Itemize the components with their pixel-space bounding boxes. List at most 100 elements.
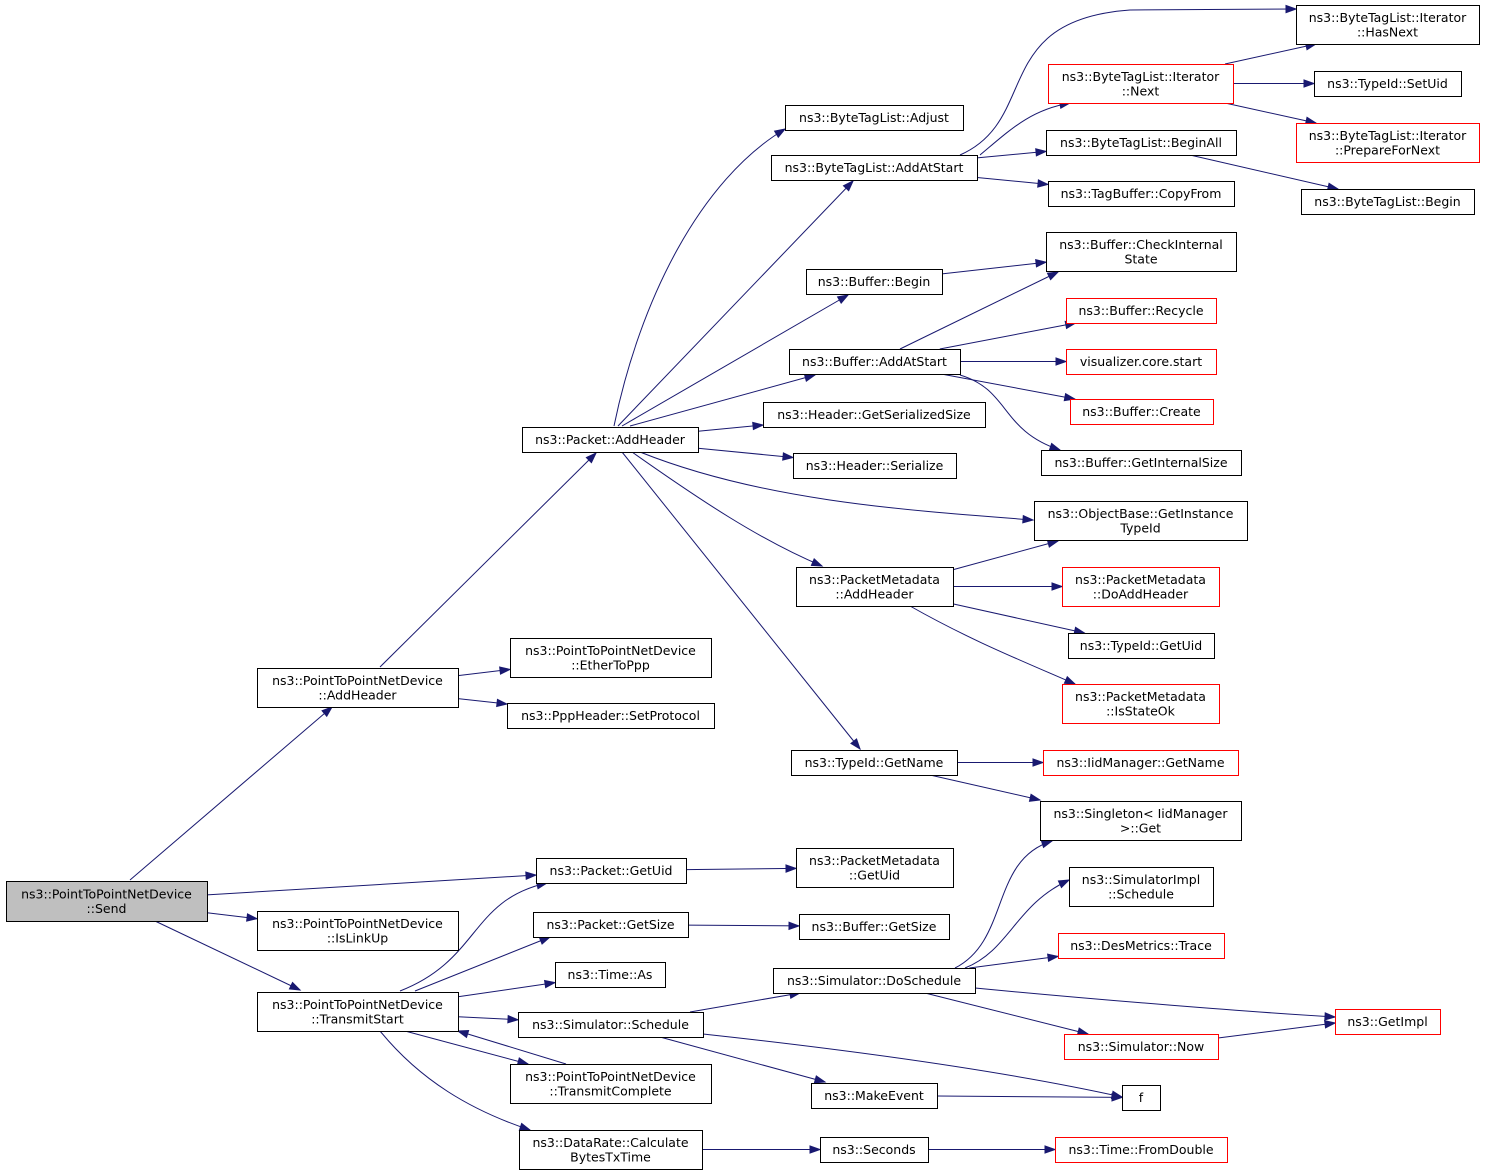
node-buf-recycle[interactable]: ns3::Buffer::Recycle [1066,298,1217,324]
node-btli-preparefornext[interactable]: ns3::ByteTagList::Iterator::PrepareForNe… [1296,123,1480,163]
node-ethertoppp[interactable]: ns3::PointToPointNetDevice::EtherToPpp [510,638,712,678]
node-viz-start[interactable]: visualizer.core.start [1066,349,1217,375]
node-label: ns3::ByteTagList::Iterator [1062,69,1220,84]
edge-line [659,1036,826,1083]
edge-p2p-addheader-to-packet-addheader [379,451,598,668]
node-btl-addatstart[interactable]: ns3::ByteTagList::AddAtStart [771,155,978,181]
node-transmitstart[interactable]: ns3::PointToPointNetDevice::TransmitStar… [257,992,459,1032]
edge-buf-addatstart-to-buf-checkinternal [899,271,1060,350]
node-box [555,962,666,988]
node-label: ns3::PointToPointNetDevice [272,997,443,1012]
node-box [806,269,943,295]
node-buf-create[interactable]: ns3::Buffer::Create [1070,399,1214,425]
edge-buf-begin-to-buf-checkinternal [941,259,1048,275]
arrowhead-icon [773,128,787,139]
node-box [507,703,715,729]
node-box [1064,1034,1219,1060]
node-box [1046,130,1237,156]
node-sim-schedule[interactable]: ns3::Simulator::Schedule [518,1012,704,1038]
node-label: ns3::TypeId::SetUid [1327,76,1448,91]
node-buf-getsize[interactable]: ns3::Buffer::GetSize [799,914,950,940]
node-simimpl-schedule[interactable]: ns3::SimulatorImpl::Schedule [1069,867,1214,907]
node-btli-hasnext[interactable]: ns3::ByteTagList::Iterator::HasNext [1296,5,1480,45]
node-buf-getinternalsize[interactable]: ns3::Buffer::GetInternalSize [1041,450,1242,476]
node-tagbuf-copyfrom[interactable]: ns3::TagBuffer::CopyFrom [1048,181,1235,207]
node-label: ns3::Buffer::Create [1082,404,1201,419]
node-pm-doaddheader[interactable]: ns3::PacketMetadata::DoAddHeader [1062,567,1220,607]
node-typeid-getname[interactable]: ns3::TypeId::GetName [791,750,958,776]
node-buf-addatstart[interactable]: ns3::Buffer::AddAtStart [789,349,961,375]
node-box [1068,633,1215,659]
node-label: ns3::Packet::AddHeader [535,432,686,447]
edge-typeid-getname-to-singleton-get [929,774,1042,802]
node-label: ::GetUid [849,868,900,883]
node-sim-doschedule[interactable]: ns3::Simulator::DoSchedule [773,968,976,994]
node-box [793,453,957,479]
node-btl-adjust[interactable]: ns3::ByteTagList::Adjust [785,105,964,131]
node-box [536,858,687,884]
node-transmitcomplete[interactable]: ns3::PointToPointNetDevice::TransmitComp… [510,1064,712,1104]
node-pm-addheader[interactable]: ns3::PacketMetadata::AddHeader [796,567,954,607]
arrowhead-icon [1046,539,1060,548]
node-label: ns3::Header::Serialize [806,458,944,473]
edge-line [404,1030,529,1065]
node-label: f [1139,1090,1144,1105]
edge-line [941,261,1047,275]
node-seconds[interactable]: ns3::Seconds [820,1137,929,1163]
node-sim-now[interactable]: ns3::Simulator::Now [1064,1034,1219,1060]
node-label: ::EtherToPpp [571,658,650,673]
node-box [1041,450,1242,476]
node-box [796,567,954,607]
node-label: ns3::ByteTagList::Begin [1314,194,1460,209]
node-pm-getuid[interactable]: ns3::PacketMetadata::GetUid [796,848,954,888]
node-singleton-get[interactable]: ns3::Singleton< IidManager>::Get [1040,801,1242,841]
node-setprotocol[interactable]: ns3::PppHeader::SetProtocol [507,703,715,729]
node-label: ns3::Simulator::Schedule [532,1017,689,1032]
node-f[interactable]: f [1122,1085,1161,1111]
node-label: ::AddHeader [318,688,397,703]
node-packet-getuid[interactable]: ns3::Packet::GetUid [536,858,687,884]
node-hdr-getsersize[interactable]: ns3::Header::GetSerializedSize [763,402,986,428]
node-time-fromdouble[interactable]: ns3::Time::FromDouble [1055,1137,1228,1163]
edge-line [1224,43,1317,65]
node-btli-next[interactable]: ns3::ByteTagList::Iterator::Next [1048,64,1234,104]
node-makeevent[interactable]: ns3::MakeEvent [811,1083,938,1109]
arrowhead-icon [803,373,817,382]
node-desmetrics-trace[interactable]: ns3::DesMetrics::Trace [1058,933,1225,959]
node-iid-getname[interactable]: ns3::IidManager::GetName [1043,750,1239,776]
node-send[interactable]: ns3::PointToPointNetDevice::Send [6,881,208,922]
node-typeid-getuid[interactable]: ns3::TypeId::GetUid [1068,633,1215,659]
node-time-as[interactable]: ns3::Time::As [555,962,666,988]
node-buf-begin[interactable]: ns3::Buffer::Begin [806,269,943,295]
node-packet-getsize[interactable]: ns3::Packet::GetSize [533,912,689,938]
node-btl-beginall[interactable]: ns3::ByteTagList::BeginAll [1046,130,1237,156]
arrowhead-icon [1057,879,1071,889]
arrowhead-icon [246,913,259,922]
node-box [257,668,459,708]
node-btl-begin[interactable]: ns3::ByteTagList::Begin [1301,189,1475,215]
node-label: ns3::PointToPointNetDevice [272,673,443,688]
node-p2p-addheader[interactable]: ns3::PointToPointNetDevice::AddHeader [257,668,459,708]
node-box [1122,1085,1161,1111]
node-packet-addheader[interactable]: ns3::Packet::AddHeader [522,427,699,453]
edge-line [613,128,786,427]
node-box [1058,933,1225,959]
edge-line [687,924,800,927]
node-hdr-serialize[interactable]: ns3::Header::Serialize [793,453,957,479]
arrowhead-icon [507,1014,520,1024]
node-box [791,750,958,776]
arrowhead-icon [1051,582,1064,591]
edge-line [621,451,861,750]
edge-btli-next-to-typeid-setuid [1233,79,1316,88]
node-islinkup[interactable]: ns3::PointToPointNetDevice::IsLinkUp [257,911,459,951]
node-label: ns3::PacketMetadata [809,572,940,587]
node-getimpl[interactable]: ns3::GetImpl [1335,1009,1441,1035]
node-box [1070,399,1214,425]
node-typeid-setuid[interactable]: ns3::TypeId::SetUid [1314,71,1462,97]
edge-layer [129,4,1340,1154]
node-label: ns3::Buffer::GetInternalSize [1054,455,1227,470]
node-pm-isstateok[interactable]: ns3::PacketMetadata::IsStateOk [1062,684,1220,724]
